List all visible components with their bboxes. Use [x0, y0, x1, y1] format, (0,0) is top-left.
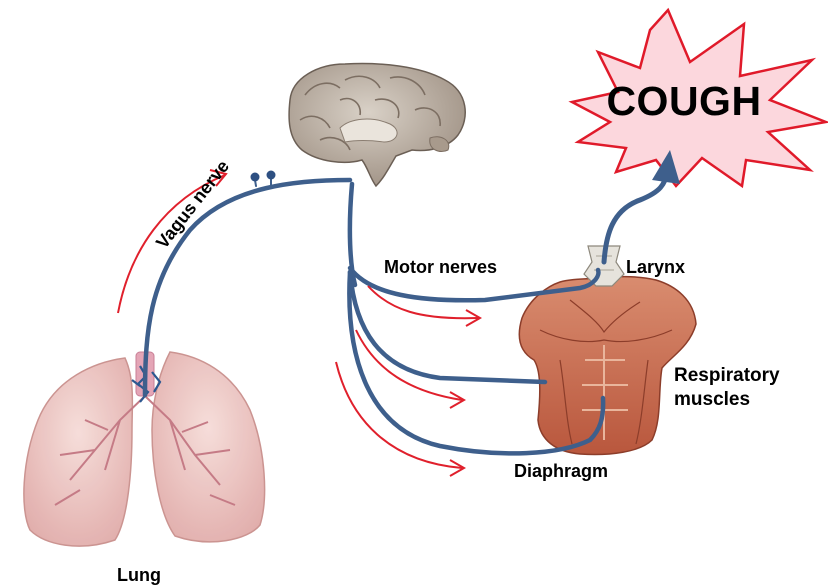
larynx-label: Larynx [626, 257, 685, 278]
respiratory-muscles-label-line2: muscles [674, 388, 780, 412]
cough-label: COUGH [600, 78, 768, 125]
receptor-icon [251, 173, 260, 182]
motor-nerves-label: Motor nerves [384, 257, 497, 278]
receptor-icon [267, 171, 276, 180]
respiratory-muscles-label: Respiratory muscles [674, 364, 780, 412]
respiratory-muscles-label-line1: Respiratory [674, 364, 780, 388]
torso-muscles-illustration [519, 277, 696, 455]
lung-label: Lung [117, 565, 161, 586]
diaphragm-label: Diaphragm [514, 461, 608, 482]
brain-illustration [289, 64, 465, 186]
